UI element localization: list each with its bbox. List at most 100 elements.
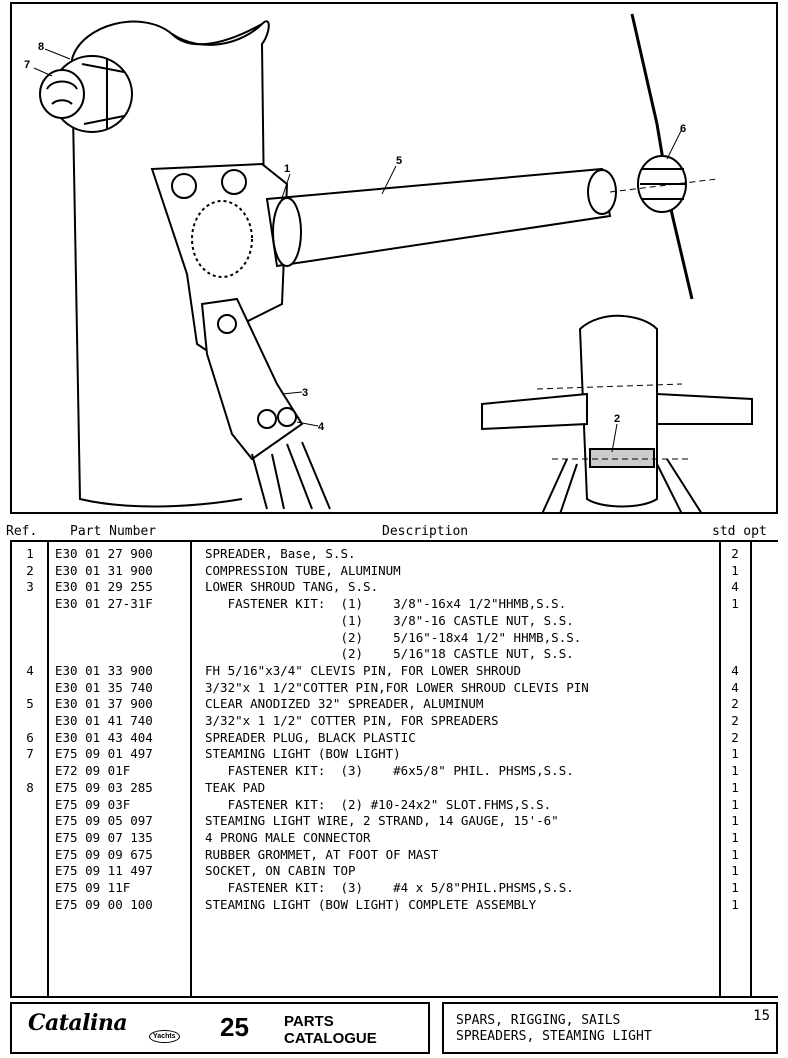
column-divider — [47, 542, 49, 996]
quantity-cell: 2 — [731, 696, 739, 712]
spreader-tube-drawing — [265, 167, 617, 268]
quantity-cell: 1 — [731, 863, 739, 879]
callout-3: 3 — [302, 387, 308, 399]
spreader-plug-drawing — [609, 155, 718, 213]
description-cell: 4 PRONG MALE CONNECTOR — [205, 829, 371, 845]
ref-cell: 8 — [26, 779, 34, 795]
catalogue-title: PARTS CATALOGUE — [284, 1013, 377, 1047]
part-number-cell: E30 01 43 404 — [55, 729, 153, 745]
page-number: 25 — [220, 1012, 249, 1042]
ref-cell: 4 — [26, 662, 34, 678]
quantity-cell: 1 — [731, 562, 739, 578]
description-cell: SOCKET, ON CABIN TOP — [205, 863, 356, 879]
description-cell: (2) 5/16"-18x4 1/2" HHMB,S.S. — [205, 629, 582, 645]
ref-cell: 5 — [26, 696, 34, 712]
description-cell: 3/32"x 1 1/2" COTTER PIN, FOR SPREADERS — [205, 713, 499, 728]
yachts-badge: Yachts — [149, 1030, 180, 1043]
ref-cell: 2 — [26, 562, 34, 578]
description-cell: COMPRESSION TUBE, ALUMINUM — [205, 562, 401, 578]
callout-5: 5 — [396, 155, 402, 167]
leader-lines — [33, 48, 683, 453]
header-description: Description — [382, 524, 469, 539]
description-cell: 3/32"x 1 1/2"COTTER PIN,FOR LOWER SHROUD… — [205, 679, 589, 695]
quantity-cell: 1 — [731, 796, 739, 812]
part-number-cell: E75 09 11 497 — [55, 863, 153, 879]
part-number-cell: E30 01 27-31F — [55, 596, 153, 612]
header-std-opt: std opt — [712, 524, 767, 539]
part-number-cell: E75 09 03F — [55, 796, 131, 812]
quantity-cell: 1 — [731, 746, 739, 762]
ref-cell: 3 — [26, 579, 34, 595]
ref-cell: 6 — [26, 729, 34, 745]
part-number-cell: E30 01 31 900 — [55, 562, 153, 578]
callout-6: 6 — [680, 123, 686, 135]
quantity-cell: 2 — [731, 729, 739, 745]
sheet-number: 15 — [753, 1008, 770, 1024]
part-number-cell: E75 09 01 497 — [55, 746, 153, 762]
description-cell: SPREADER, Base, S.S. — [205, 546, 356, 561]
description-cell: (1) 3/8"-16 CASTLE NUT, S.S. — [205, 612, 574, 628]
description-cell: FASTENER KIT: (3) #6x5/8" PHIL. PHSMS,S.… — [205, 763, 574, 779]
part-number-cell: E75 09 00 100 — [55, 896, 153, 912]
column-divider — [750, 542, 752, 996]
description-cell: SPREADER PLUG, BLACK PLASTIC — [205, 729, 416, 745]
section-line-2: SPREADERS, STEAMING LIGHT — [456, 1029, 652, 1044]
part-number-cell: E30 01 29 255 — [55, 579, 153, 595]
quantity-cell: 2 — [731, 546, 739, 561]
callout-8: 8 — [38, 41, 44, 53]
parts-table-header: Ref. Part Number Description std opt — [0, 524, 788, 540]
part-number-cell: E75 09 09 675 — [55, 846, 153, 862]
exploded-diagram: 1 2 3 4 5 6 7 8 — [10, 2, 778, 514]
description-cell: FH 5/16"x3/4" CLEVIS PIN, FOR LOWER SHRO… — [205, 662, 522, 678]
ref-cell: 1 — [26, 546, 34, 561]
part-number-cell: E75 09 03 285 — [55, 779, 153, 795]
part-number-cell: E30 01 35 740 — [55, 679, 153, 695]
header-ref: Ref. — [6, 524, 38, 539]
description-cell: STEAMING LIGHT (BOW LIGHT) — [205, 746, 401, 762]
description-cell: FASTENER KIT: (2) #10-24x2" SLOT.FHMS,S.… — [205, 796, 552, 812]
part-number-cell: E30 01 27 900 — [55, 546, 153, 561]
ref-cell: 7 — [26, 746, 34, 762]
quantity-cell: 1 — [731, 880, 739, 895]
column-divider — [719, 542, 721, 996]
steaming-light-drawing — [39, 55, 133, 133]
brand-box: Catalina Yachts 25 PARTS CATALOGUE — [10, 1002, 430, 1054]
mast-drawing — [71, 20, 270, 508]
quantity-cell: 1 — [731, 596, 739, 612]
quantity-cell: 1 — [731, 829, 739, 845]
description-cell: STEAMING LIGHT (BOW LIGHT) COMPLETE ASSE… — [205, 896, 537, 912]
quantity-cell: 1 — [731, 813, 739, 829]
compression-tube-inset-drawing — [481, 314, 753, 512]
description-cell: FASTENER KIT: (1) 3/8"-16x4 1/2"HHMB,S.S… — [205, 596, 567, 612]
part-number-cell: E75 09 05 097 — [55, 813, 153, 829]
spreader-assembly-drawing: 1 2 3 4 5 6 7 8 — [24, 13, 753, 512]
description-cell: LOWER SHROUD TANG, S.S. — [205, 579, 379, 595]
shroud-tang-drawing — [200, 297, 331, 510]
catalina-logo: Catalina — [28, 1010, 128, 1036]
part-number-cell: E75 09 11F — [55, 880, 131, 895]
description-cell: RUBBER GROMMET, AT FOOT OF MAST — [205, 846, 439, 862]
header-part-number: Part Number — [70, 524, 157, 539]
callout-7: 7 — [24, 59, 30, 71]
quantity-cell: 2 — [731, 713, 739, 728]
quantity-cell: 1 — [731, 846, 739, 862]
section-line-1: SPARS, RIGGING, SAILS — [456, 1013, 621, 1028]
description-cell: STEAMING LIGHT WIRE, 2 STRAND, 14 GAUGE,… — [205, 813, 559, 829]
quantity-cell: 4 — [731, 579, 739, 595]
quantity-cell: 1 — [731, 896, 739, 912]
part-number-cell: E30 01 33 900 — [55, 662, 153, 678]
part-number-cell: E72 09 01F — [55, 763, 131, 779]
description-cell: (2) 5/16"18 CASTLE NUT, S.S. — [205, 646, 574, 662]
description-cell: TEAK PAD — [205, 779, 266, 795]
quantity-cell: 1 — [731, 763, 739, 779]
part-number-cell: E30 01 41 740 — [55, 713, 153, 728]
description-cell: FASTENER KIT: (3) #4 x 5/8"PHIL.PHSMS,S.… — [205, 880, 574, 895]
page-footer: Catalina Yachts 25 PARTS CATALOGUE SPARS… — [10, 1002, 778, 1054]
description-cell: CLEAR ANODIZED 32" SPREADER, ALUMINUM — [205, 696, 484, 712]
quantity-cell: 4 — [731, 662, 739, 678]
part-number-cell: E75 09 07 135 — [55, 829, 153, 845]
callout-2: 2 — [614, 413, 620, 425]
